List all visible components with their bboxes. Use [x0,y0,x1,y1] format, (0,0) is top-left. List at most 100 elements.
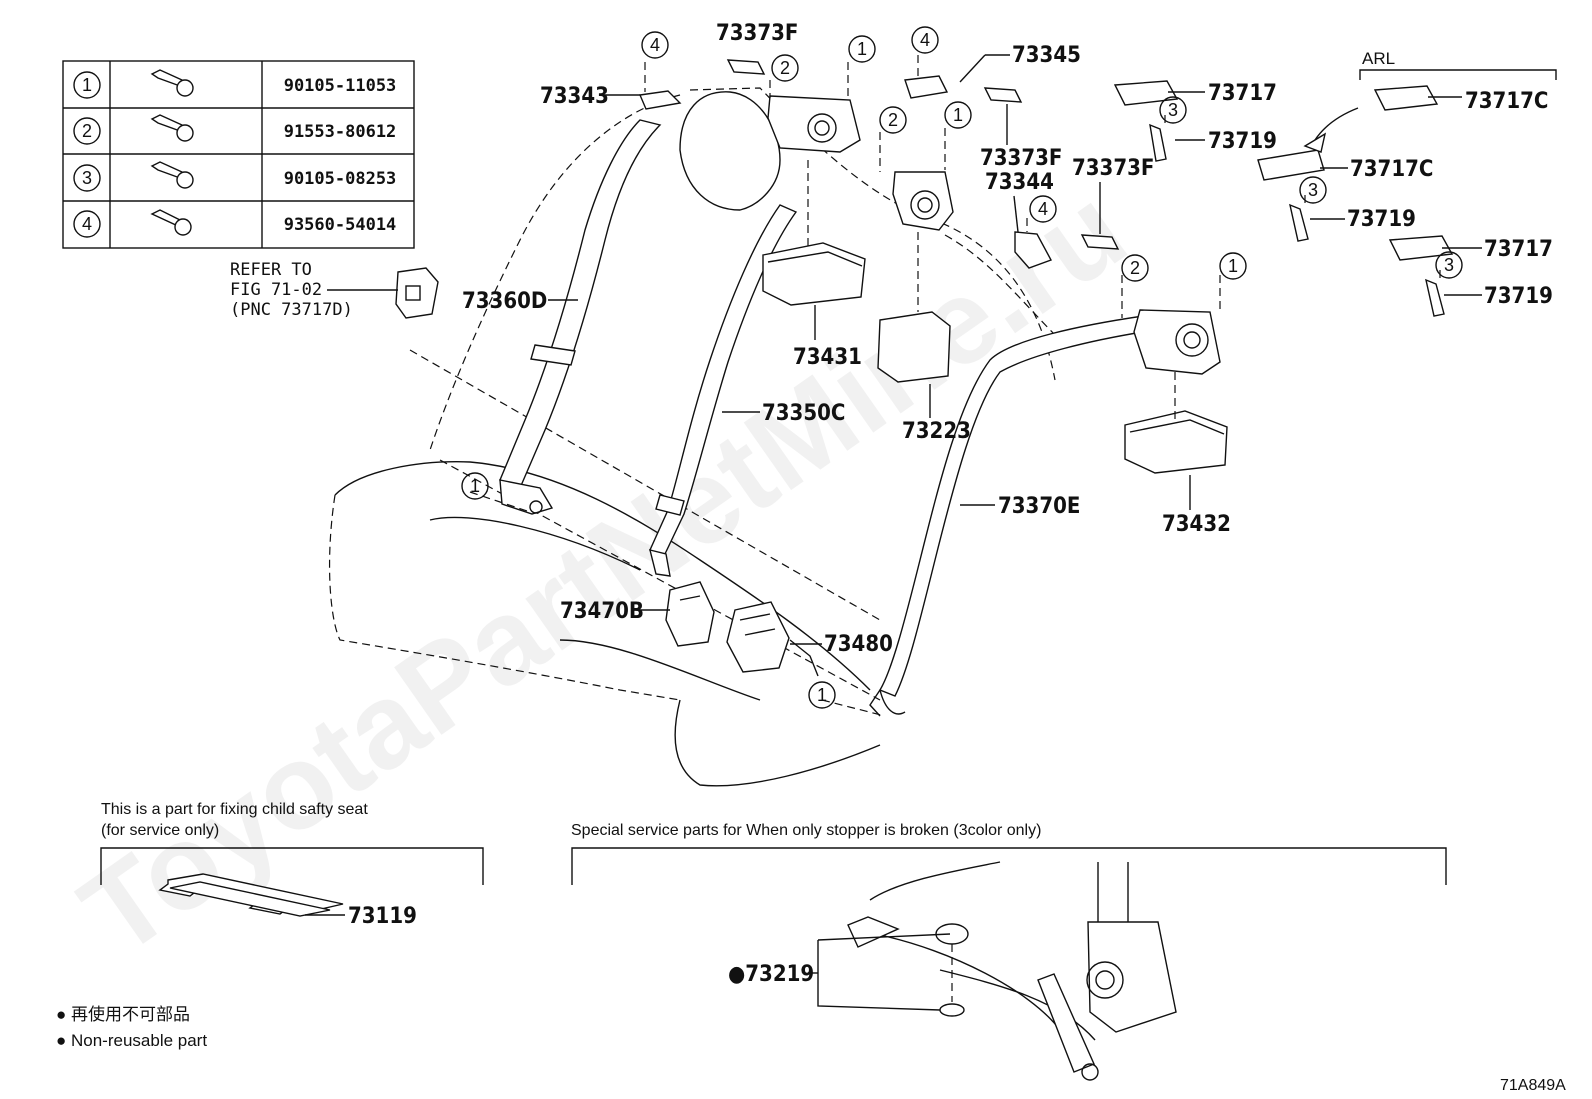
bolt-icon [150,69,194,97]
bolt-icon [150,161,194,189]
svg-text:1: 1 [953,105,963,125]
label-73345: 73345 [1012,43,1081,68]
marker-4: 4 [641,31,669,59]
refer-note: REFER TO FIG 71-02 (PNC 73717D) [230,260,439,320]
cover-73717-b [1388,235,1454,261]
marker-4: 4 [911,26,939,54]
dashed-leaders [469,55,1441,717]
marker-1: 1 [808,681,836,709]
label-73431: 73431 [793,345,862,370]
arrow-icon [1303,132,1327,153]
label-73373F-a: 73373F [716,21,798,46]
plate-73119-base [169,881,331,917]
marker-3: 3 [1159,96,1187,124]
svg-text:2: 2 [888,110,898,130]
svg-text:2: 2 [780,58,790,78]
label-73719-a: 73719 [1208,129,1277,154]
svg-text:3: 3 [1168,100,1178,120]
svg-text:1: 1 [857,39,867,59]
marker-4: 4 [1029,195,1057,223]
label-73373F-b: 73373F [980,146,1062,171]
cover-73343 [638,90,682,110]
marker-1: 1 [1219,252,1247,280]
label-73480: 73480 [824,632,893,657]
fastener-part-no: 91553-80612 [284,122,397,142]
arl-label: ARL [1362,49,1395,68]
arl-group: ARL [1303,49,1557,153]
label-73717-b: 73717 [1484,237,1553,262]
label-73360D: 73360D [462,289,547,314]
cover-73717C-b [1257,149,1325,181]
svg-text:3: 3 [1308,180,1318,200]
stopper-bottom [939,1003,965,1017]
marker-2: 2 [1121,254,1149,282]
fastener-row: 2 91553-80612 [73,114,397,145]
cover-73431 [762,242,866,306]
retractor-right [1133,309,1221,375]
callout-labels: 73343 73373F 73345 73373F 73344 73373F 7… [462,21,1553,657]
svg-text:2: 2 [1130,258,1140,278]
fastener-row: 3 90105-08253 [73,161,397,192]
label-73223: 73223 [902,419,971,444]
child-seat-note-1: This is a part for fixing child safty se… [101,801,368,818]
bracket-73719-b [1289,203,1309,242]
bolt-icon [150,114,194,142]
label-73370E: 73370E [998,494,1080,519]
refer-line-1: REFER TO [230,260,312,280]
label-73343: 73343 [540,84,609,109]
buckle-73470B [665,581,715,647]
fastener-row: 4 93560-54014 [73,209,397,238]
retractor-left [767,95,861,153]
switch-part [395,267,439,319]
label-73719-c: 73719 [1484,284,1553,309]
fastener-table: 1 90105-11053 2 91553-80612 3 90105-0825 [62,60,415,249]
fastener-row: 1 90105-11053 [73,69,397,99]
cover-73345 [983,87,1023,103]
fastener-num: 1 [82,75,92,95]
svg-text:4: 4 [650,35,660,55]
refer-line-2: FIG 71-02 [230,280,322,300]
cover-73717C-a [1373,85,1439,111]
marker-1: 1 [944,101,972,129]
label-73470B: 73470B [560,599,644,624]
bracket-73719-c [1425,278,1445,317]
screw-icon [150,209,192,236]
belt-tongue [1037,973,1095,1073]
cover-73223 [877,311,951,383]
label-73717-a: 73717 [1208,81,1277,106]
legend-en: ● Non-reusable part [56,1031,207,1050]
label-73219: ●73219 [728,962,814,987]
marker-1: 1 [461,472,489,500]
belt-73370E [869,314,1156,717]
refer-line-3: (PNC 73717D) [230,300,353,320]
label-73119: 73119 [348,904,417,929]
child-seat-section: This is a part for fixing child safty se… [100,801,484,929]
fastener-part-no: 90105-11053 [284,76,397,96]
special-service-note: Special service parts for When only stop… [571,822,1041,839]
fastener-markers: 4 2 1 4 2 1 4 2 1 3 3 3 1 1 [461,26,1463,709]
label-73350C: 73350C [762,401,845,426]
label-73719-b: 73719 [1347,207,1416,232]
fastener-num: 3 [82,168,92,188]
marker-1: 1 [848,35,876,63]
belt-73360D [499,119,662,515]
svg-text:1: 1 [817,685,827,705]
label-73717C-b: 73717C [1350,157,1433,182]
cover-73432 [1124,410,1228,474]
label-73717C-a: 73717C [1465,89,1548,114]
child-seat-note-2: (for service only) [101,822,219,839]
cover-73373F-c [1080,234,1120,250]
bracket-73719-a [1149,123,1167,162]
retractor-center [892,171,954,231]
fastener-num: 4 [82,214,92,234]
label-73344: 73344 [985,170,1054,195]
cover-73345-piece [904,75,949,99]
fastener-part-no: 90105-08253 [284,169,397,189]
watermark-text: ToyotaPartNetMine.ru [58,161,1149,981]
belt-anchor [847,916,900,948]
marker-3: 3 [1299,176,1327,204]
guide-73344 [1014,231,1053,269]
fastener-part-no: 93560-54014 [284,215,397,235]
marker-2: 2 [771,54,799,82]
